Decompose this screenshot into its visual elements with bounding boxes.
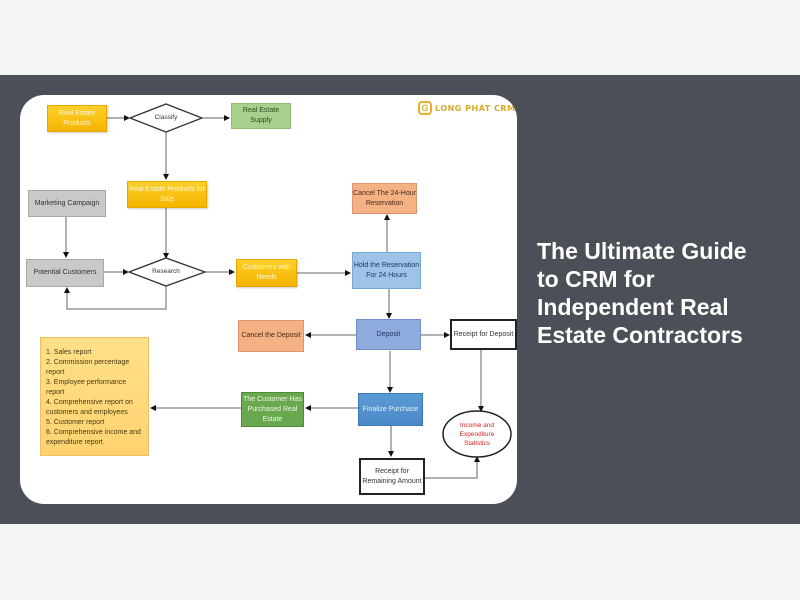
node-customers-with-needs: Customers with Needs bbox=[236, 259, 297, 287]
classify-diamond bbox=[128, 103, 204, 133]
node-real-estate-products: Real Estate Products bbox=[47, 105, 107, 132]
node-classify: Classify bbox=[154, 114, 178, 121]
headline-line: Estate Contractors bbox=[537, 322, 743, 348]
node-real-estate-supply: Real Estate Supply bbox=[231, 103, 291, 129]
node-receipt-deposit: Receipt for Deposit bbox=[450, 319, 517, 350]
report-item: 4. Comprehensive report on customers and… bbox=[46, 399, 133, 416]
node-income-statistics: Income and Expenditure Statistics bbox=[459, 422, 495, 447]
page-headline: The Ultimate Guide to CRM for Independen… bbox=[537, 237, 787, 349]
node-receipt-remaining: Receipt for Remaining Amount bbox=[359, 458, 425, 495]
node-products-for-sale: Real Estate Products for Sale bbox=[127, 181, 207, 208]
node-marketing-campaign: Marketing Campaign bbox=[28, 190, 106, 217]
research-diamond bbox=[127, 257, 207, 287]
report-item: 2. Commission percentage report bbox=[46, 359, 130, 376]
logo-text: LONG PHÁT CRM bbox=[435, 103, 516, 113]
node-cancel-deposit: Cancel the Deposit bbox=[238, 320, 304, 352]
headline-line: Independent Real bbox=[537, 294, 729, 320]
report-item: 5. Customer report bbox=[46, 419, 105, 426]
node-finalize-purchase: Finalize Purchase bbox=[358, 393, 423, 426]
headline-line: to CRM for bbox=[537, 266, 655, 292]
node-deposit: Deposit bbox=[356, 319, 421, 350]
node-hold-reservation: Hold the Reservation For 24 Hours bbox=[352, 252, 421, 289]
reports-list: 1. Sales report 2. Commission percentage… bbox=[40, 337, 149, 456]
node-potential-customers: Potential Customers bbox=[26, 259, 104, 287]
report-item: 3. Employee performance report bbox=[46, 379, 127, 396]
node-customer-purchased: The Customer Has Purchased Real Estate bbox=[241, 392, 304, 427]
income-ellipse bbox=[442, 410, 512, 458]
logo-mark-icon: G bbox=[418, 101, 432, 115]
report-item: 1. Sales report bbox=[46, 349, 92, 356]
flowchart-connectors bbox=[63, 103, 512, 479]
logo: G LONG PHÁT CRM bbox=[418, 101, 516, 115]
node-research: Research bbox=[152, 268, 180, 275]
edge-research-potential bbox=[64, 286, 167, 310]
node-cancel-24h-reservation: Cancel The 24-Hour Reservation bbox=[352, 183, 417, 214]
edge-remaining-income bbox=[425, 456, 480, 479]
crm-flowchart-card: G LONG PHÁT CRM Real Estate Products Cla… bbox=[20, 95, 517, 504]
report-item: 6. Comprehensive income and expenditure … bbox=[46, 429, 141, 446]
headline-line: The Ultimate Guide bbox=[537, 238, 747, 264]
